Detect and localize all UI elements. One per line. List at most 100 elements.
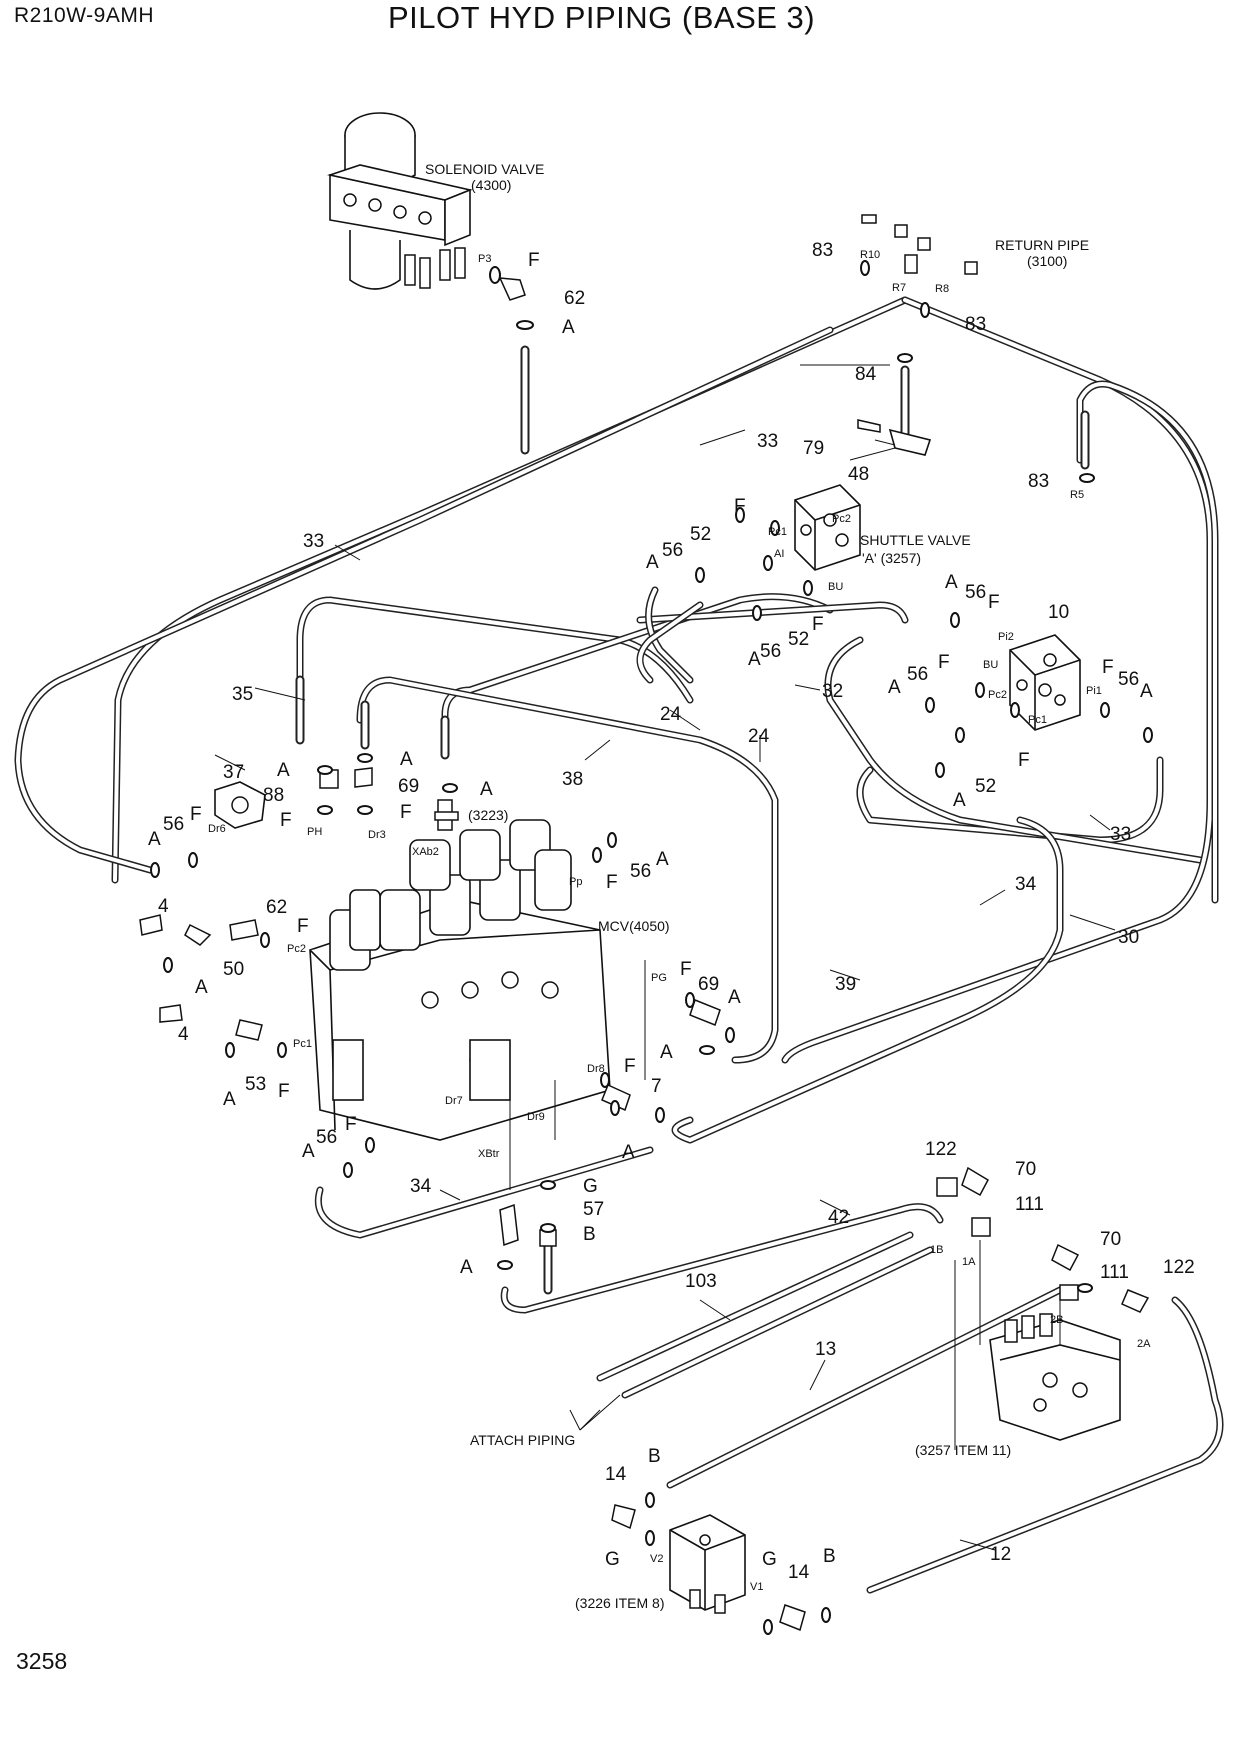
port-dr9: Dr9 bbox=[527, 1111, 545, 1123]
pipe-30 bbox=[781, 296, 1214, 1064]
pipe-network bbox=[14, 296, 1224, 1594]
callout-f-pg: F bbox=[680, 959, 692, 980]
callout-52-sv2: 52 bbox=[788, 629, 809, 650]
callout-4-b: 4 bbox=[178, 1024, 189, 1045]
callout-83-r5: 83 bbox=[1028, 471, 1049, 492]
page-title: PILOT HYD PIPING (BASE 3) bbox=[388, 0, 816, 35]
solenoid-valve-ref: (4300) bbox=[471, 177, 511, 193]
callout-f-b3: F bbox=[1102, 657, 1114, 678]
port-pc1-a: Pc1 bbox=[768, 526, 787, 538]
callout-14-a: 14 bbox=[605, 1464, 627, 1485]
callout-f-dr8: F bbox=[624, 1056, 636, 1077]
port-v2: V2 bbox=[650, 1553, 663, 1565]
callout-56-sv1: 56 bbox=[662, 540, 683, 561]
port-pi1: Pi1 bbox=[1086, 685, 1102, 697]
callout-a-b1: A bbox=[945, 572, 958, 593]
port-pc2-a: Pc2 bbox=[832, 513, 851, 525]
port-dr7: Dr7 bbox=[445, 1095, 463, 1107]
callout-35: 35 bbox=[232, 684, 253, 705]
valve-3226-item-8 bbox=[669, 1514, 746, 1614]
callout-a-b2: A bbox=[888, 677, 901, 698]
return-pipe-ref: (3100) bbox=[1027, 253, 1067, 269]
callout-a-b3: A bbox=[1140, 681, 1153, 702]
callout-a-sv2: A bbox=[748, 649, 761, 670]
port-1a: 1A bbox=[962, 1256, 976, 1268]
part-callouts: F 62 A 83 83 84 79 48 83 33 33 33 35 37 … bbox=[148, 240, 1195, 1583]
port-r8: R8 bbox=[935, 283, 949, 295]
callout-111-b: 111 bbox=[1100, 1262, 1129, 1283]
callout-50: 50 bbox=[223, 959, 244, 980]
callout-79: 79 bbox=[803, 438, 824, 459]
callout-f-p3: F bbox=[528, 250, 540, 271]
callout-83-r10: 83 bbox=[812, 240, 833, 261]
callout-a-57: A bbox=[460, 1257, 473, 1278]
port-ph: PH bbox=[307, 826, 322, 838]
callout-88: 88 bbox=[263, 785, 284, 806]
valve-dr6 bbox=[214, 781, 266, 829]
pipe-39 bbox=[671, 816, 1064, 1144]
tee-3223 bbox=[434, 799, 459, 831]
port-dr6: Dr6 bbox=[208, 823, 226, 835]
callout-g-57: G bbox=[583, 1176, 598, 1197]
port-p3: P3 bbox=[478, 253, 491, 265]
callout-a-top: A bbox=[562, 317, 575, 338]
port-bu-b: BU bbox=[983, 659, 998, 671]
callout-a-7: A bbox=[622, 1142, 635, 1163]
callout-56-b2: 56 bbox=[907, 664, 928, 685]
callout-b-57: B bbox=[583, 1224, 596, 1245]
callout-a-sv1: A bbox=[646, 552, 659, 573]
o-rings bbox=[150, 260, 1153, 1635]
fittings bbox=[139, 277, 1150, 1632]
component-captions: SOLENOID VALVE (4300) RETURN PIPE (3100)… bbox=[425, 161, 1089, 1611]
callout-12: 12 bbox=[990, 1544, 1011, 1565]
callout-13: 13 bbox=[815, 1339, 836, 1360]
callout-32: 32 bbox=[822, 681, 843, 702]
callout-f-88: F bbox=[280, 810, 292, 831]
callout-56-sv2: 56 bbox=[760, 641, 781, 662]
callout-a-pg: A bbox=[728, 987, 741, 1008]
clamp-48 bbox=[857, 419, 932, 456]
callout-33-left: 33 bbox=[303, 531, 324, 552]
port-pc1-b: Pc1 bbox=[1028, 714, 1047, 726]
model-number: R210W-9AMH bbox=[14, 4, 154, 27]
callout-70-a: 70 bbox=[1015, 1159, 1036, 1180]
callout-f-sv2: F bbox=[812, 614, 824, 635]
port-pc2-c: Pc2 bbox=[287, 943, 306, 955]
callout-83-r8: 83 bbox=[965, 314, 986, 335]
callout-33-top: 33 bbox=[757, 431, 778, 452]
callout-g-14b: G bbox=[762, 1549, 777, 1570]
callout-f-b2: F bbox=[938, 652, 950, 673]
callout-56-b3: 56 bbox=[1118, 669, 1139, 690]
callout-4-a: 4 bbox=[158, 896, 169, 917]
callout-103: 103 bbox=[685, 1271, 717, 1292]
port-pc2-b: Pc2 bbox=[988, 689, 1007, 701]
callout-34-right: 34 bbox=[1015, 874, 1037, 895]
callout-b-14b: B bbox=[823, 1546, 836, 1567]
callout-f-sv1: F bbox=[734, 496, 746, 517]
leader-lines bbox=[214, 364, 1116, 1551]
port-xbtr: XBtr bbox=[478, 1148, 500, 1160]
valve-3257-item-11 bbox=[989, 1313, 1121, 1441]
callout-14-b: 14 bbox=[788, 1562, 810, 1583]
callout-111-a: 111 bbox=[1015, 1194, 1044, 1215]
callout-f-53: F bbox=[278, 1081, 290, 1102]
port-xab2: XAb2 bbox=[412, 846, 439, 858]
callout-a-pg2: A bbox=[660, 1042, 673, 1063]
callout-30: 30 bbox=[1118, 927, 1139, 948]
callout-a-b4: A bbox=[953, 790, 966, 811]
callout-48: 48 bbox=[848, 464, 869, 485]
callout-a-pp: A bbox=[656, 849, 669, 870]
shuttle-block-10 bbox=[1009, 634, 1081, 731]
port-bu-a: BU bbox=[828, 581, 843, 593]
solenoid-valve-name: SOLENOID VALVE bbox=[425, 161, 544, 177]
callout-34-bottom: 34 bbox=[410, 1176, 432, 1197]
callout-a-69: A bbox=[400, 749, 413, 770]
port-dr8: Dr8 bbox=[587, 1063, 605, 1075]
callout-38: 38 bbox=[562, 769, 583, 790]
port-pp: Pp bbox=[569, 876, 582, 888]
callout-f-b5: F bbox=[345, 1114, 357, 1135]
callout-a-b5: A bbox=[302, 1141, 315, 1162]
callout-69-b: 69 bbox=[698, 974, 719, 995]
callout-53: 53 bbox=[245, 1074, 266, 1095]
callout-122-a: 122 bbox=[925, 1139, 957, 1160]
